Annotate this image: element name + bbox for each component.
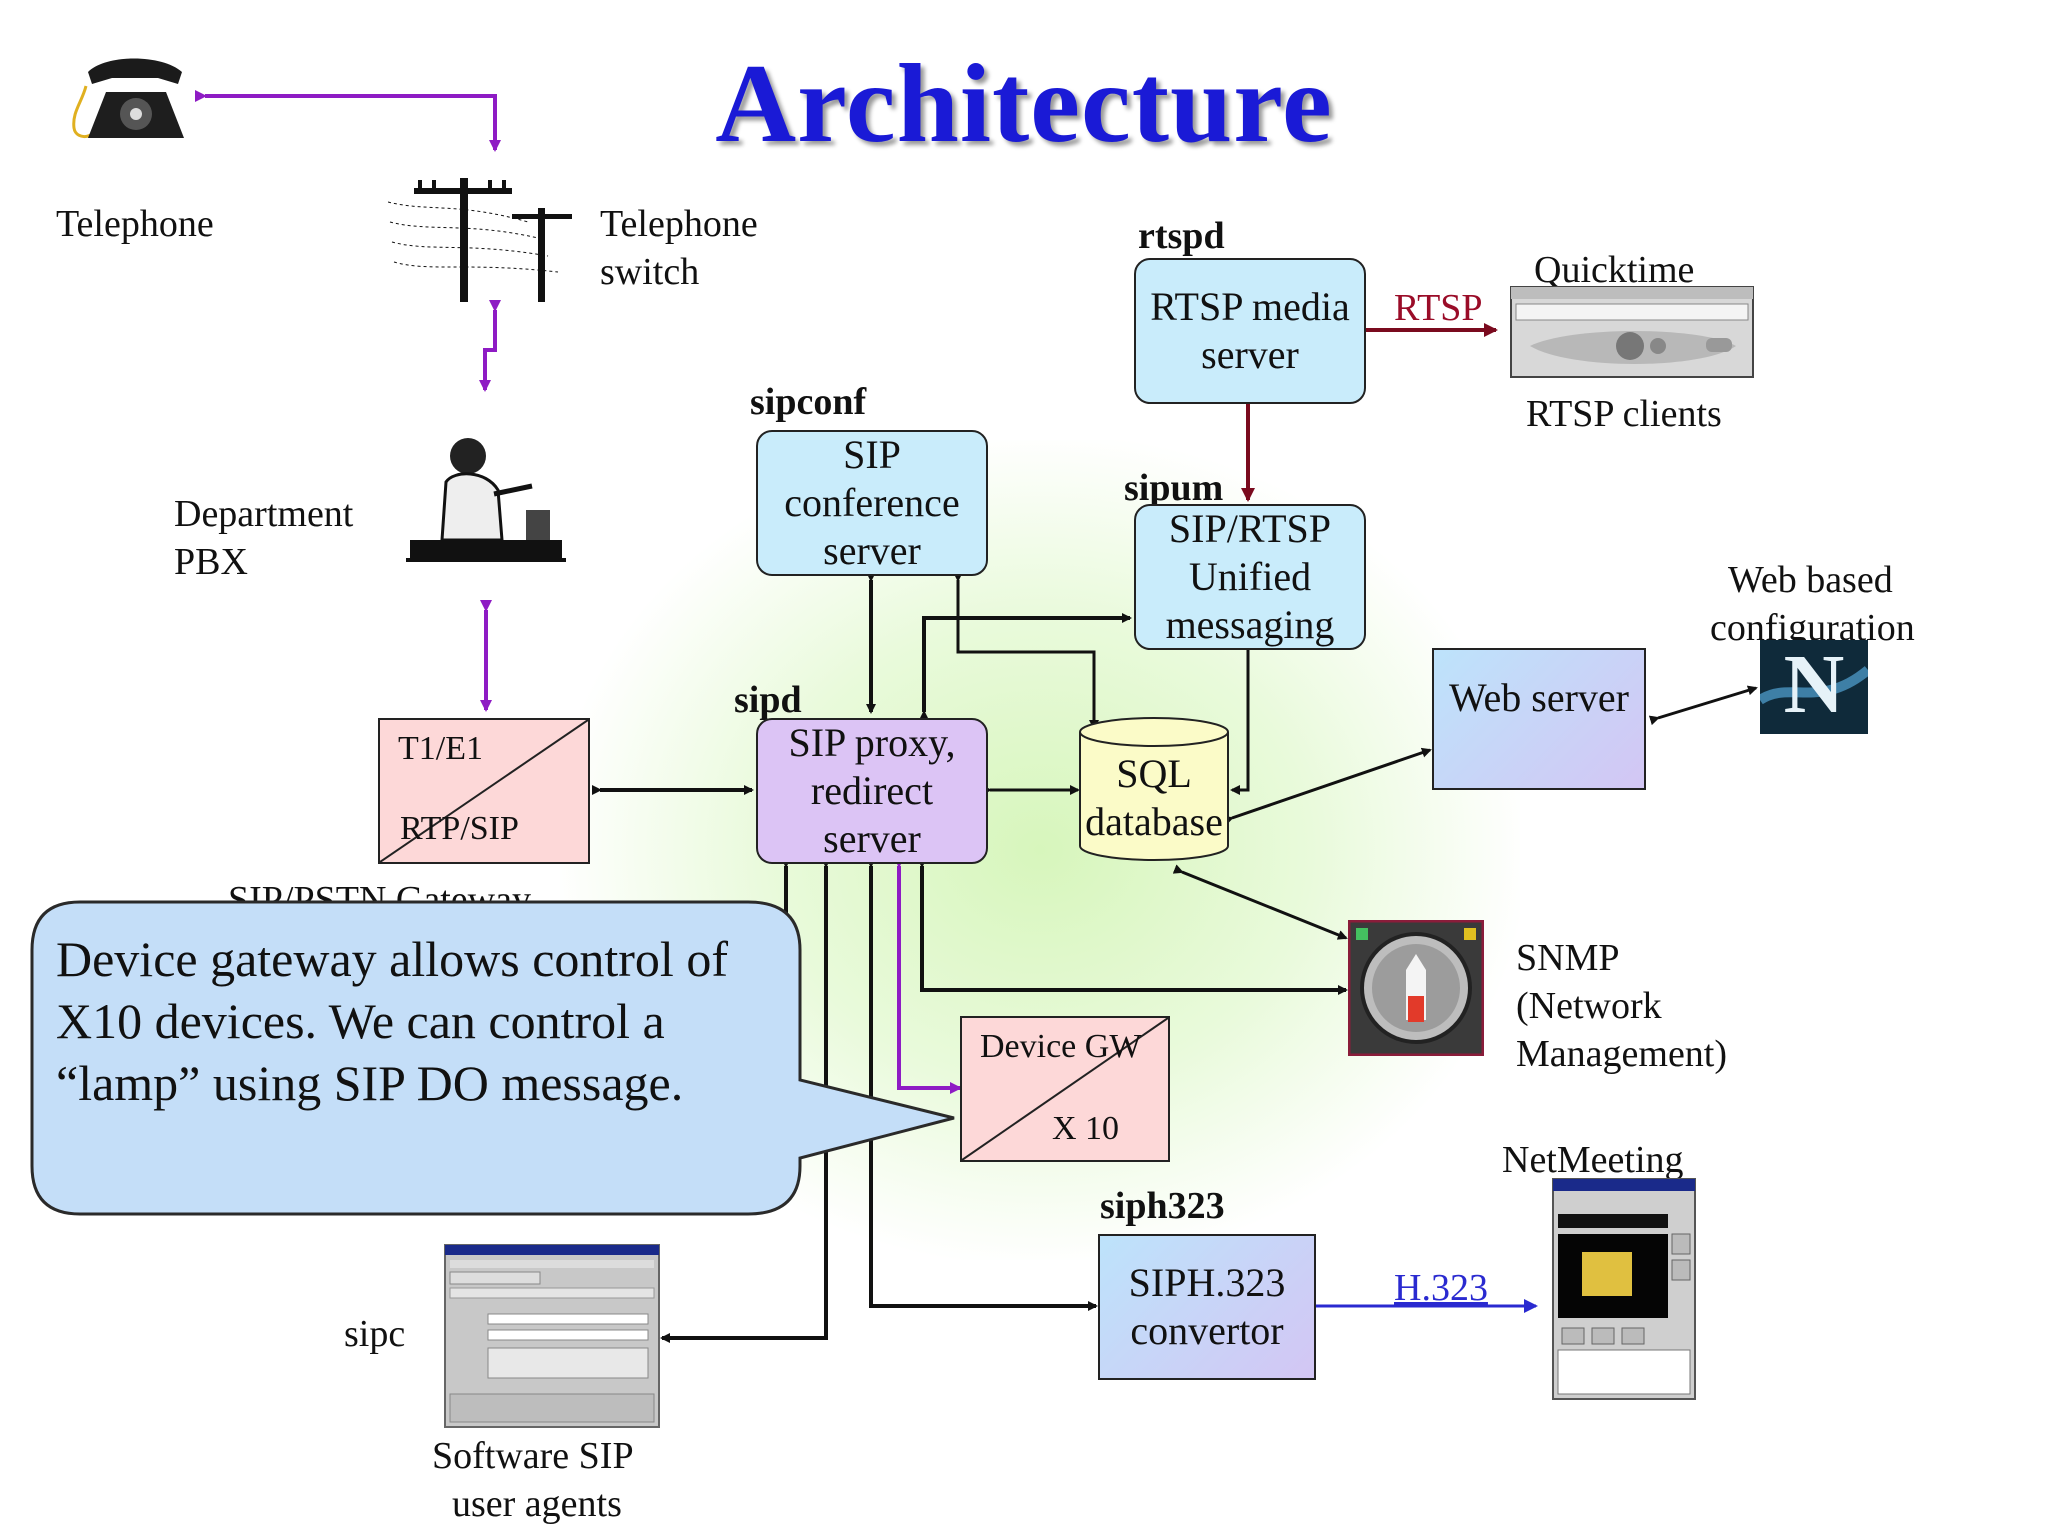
callout-bubble xyxy=(30,900,955,1216)
sip-rtsp-um-line-3: messaging xyxy=(1165,602,1335,647)
x10-label: X 10 xyxy=(1052,1110,1120,1147)
netmeeting-window-icon xyxy=(1552,1178,1696,1400)
sql-database-line-1: SQL xyxy=(1116,751,1192,796)
rtsp-protocol-label: RTSP xyxy=(1394,287,1483,329)
sip-rtsp-unified-messaging-box: SIP/RTSP Unified messaging xyxy=(1134,504,1366,650)
sip-conference-server-line-3: server xyxy=(823,528,921,573)
rtsp-media-server-line-1: RTSP media xyxy=(1150,284,1350,329)
arrow-sql-snmp xyxy=(1172,864,1348,940)
callout-text: Device gateway allows control of X10 dev… xyxy=(56,931,728,1111)
rtsp-clients-label: RTSP clients xyxy=(1526,393,1722,435)
siph323-label: siph323 xyxy=(1100,1185,1225,1227)
arrow-conf-sql xyxy=(953,572,1099,730)
arrow-web-netscape xyxy=(1648,685,1758,726)
siph323-convertor-line-1: SIPH.323 xyxy=(1128,1260,1286,1305)
snmp-gauge-icon xyxy=(1348,920,1484,1056)
sip-proxy-line-2: redirect xyxy=(810,768,934,813)
device-gw-label: Device GW xyxy=(980,1028,1142,1065)
sipc-label: sipc xyxy=(344,1313,406,1355)
siph323-convertor-box: SIPH.323 convertor xyxy=(1098,1234,1316,1380)
snmp-label-3: Management) xyxy=(1516,1033,1728,1075)
sip-proxy-line-3: server xyxy=(823,816,921,861)
arrow-proxy-um xyxy=(919,613,1132,720)
snmp-label-2: (Network xyxy=(1516,985,1662,1027)
sip-proxy-server-box: SIP proxy, redirect server xyxy=(756,718,988,864)
rtspd-label: rtspd xyxy=(1138,215,1225,257)
quicktime-label: Quicktime xyxy=(1534,249,1695,291)
telephone-icon xyxy=(72,58,184,138)
arrow-phone-switch xyxy=(195,90,501,152)
sql-database-line-2: database xyxy=(1085,799,1223,844)
sql-database-text: SQL database xyxy=(1078,750,1230,846)
arrow-proxy-siph323 xyxy=(866,858,1098,1311)
sipum-label: sipum xyxy=(1124,467,1224,509)
sip-conference-server-line-2: conference xyxy=(784,480,960,525)
operator-icon xyxy=(406,438,566,562)
arrow-proxy-snmp xyxy=(917,858,1348,995)
siph323-convertor-line-2: convertor xyxy=(1130,1308,1284,1353)
rtsp-media-server-line-2: server xyxy=(1201,332,1299,377)
t1e1-label: T1/E1 xyxy=(398,730,483,767)
sql-database-cylinder xyxy=(1079,717,1229,861)
software-sip-label-2: user agents xyxy=(452,1483,622,1525)
web-server-box: Web server xyxy=(1432,648,1646,790)
telephone-pole-icon xyxy=(388,178,572,302)
arrow-proxy-sipc xyxy=(660,858,831,1343)
arrow-um-sql xyxy=(1230,642,1253,795)
department-pbx-label-1: Department xyxy=(174,493,354,535)
web-config-label-1: Web based xyxy=(1728,559,1893,601)
rtsp-media-server-box: RTSP media server xyxy=(1134,258,1366,404)
department-pbx-label-2: PBX xyxy=(174,541,248,583)
telephone-label: Telephone xyxy=(56,203,214,245)
t1e1-gateway-box: T1/E1 RTP/SIP xyxy=(378,718,590,864)
netscape-icon: N xyxy=(1760,640,1868,734)
sipd-label: sipd xyxy=(734,679,802,721)
software-sip-label-1: Software SIP xyxy=(432,1435,634,1477)
sipconf-label: sipconf xyxy=(750,381,867,423)
telephone-switch-label-1: Telephone xyxy=(600,203,758,245)
sip-conference-server-line-1: SIP xyxy=(843,432,901,477)
web-server-label: Web server xyxy=(1448,675,1630,720)
sip-conference-server-box: SIP conference server xyxy=(756,430,988,576)
snmp-label-1: SNMP xyxy=(1516,937,1620,979)
telephone-switch-label-2: switch xyxy=(600,251,700,293)
t1e1-diagonal xyxy=(380,720,588,862)
sip-client-window-icon xyxy=(444,1244,660,1428)
device-gw-box: Device GW X 10 xyxy=(960,1016,1170,1162)
device-gw-diagonal xyxy=(962,1018,1168,1160)
page-title: Architecture xyxy=(715,42,1333,166)
rtp-sip-label: RTP/SIP xyxy=(400,810,519,847)
netmeeting-label: NetMeeting xyxy=(1502,1139,1684,1181)
sip-rtsp-um-line-2: Unified xyxy=(1188,554,1312,599)
svg-text:N: N xyxy=(1784,640,1845,731)
quicktime-player-icon xyxy=(1510,286,1754,378)
arrow-switch-pbx xyxy=(479,300,501,392)
h323-protocol-label: H.323 xyxy=(1394,1267,1488,1309)
sip-rtsp-um-line-1: SIP/RTSP xyxy=(1168,506,1332,551)
sip-proxy-line-1: SIP proxy, xyxy=(788,720,956,765)
arrow-sql-web xyxy=(1222,747,1432,826)
